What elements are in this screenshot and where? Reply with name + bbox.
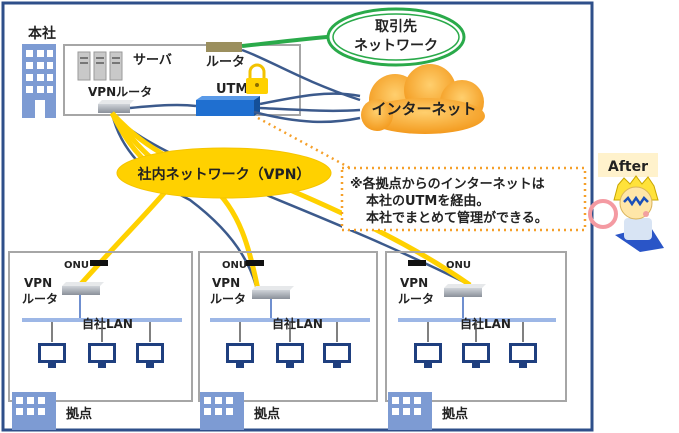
hq-label: 本社 [28, 25, 56, 42]
branch-2-building-icon [200, 392, 244, 430]
branch-2-vpn-label: VPN [212, 276, 240, 290]
after-badge-label: After [608, 159, 648, 175]
server-label: サーバ [133, 53, 172, 68]
partner-label-line1: 取引先 [375, 18, 417, 35]
branch-2-onu-icon [246, 260, 264, 266]
utm-label: UTM [216, 82, 248, 97]
note-line1: ※各拠点からのインターネットは [350, 176, 545, 192]
branch-3-box [385, 251, 567, 402]
branch-1-onu-label: ONU [64, 260, 89, 271]
vpn-network-label: 社内ネットワーク（VPN） [137, 166, 311, 183]
hq-vpn-router-label: VPNルータ [88, 85, 152, 99]
branch-1-lan-label: 自社LAN [82, 316, 133, 331]
branch-3-building-icon [388, 392, 432, 430]
server-icon [77, 51, 123, 81]
hq-router-icon [206, 42, 242, 52]
branch-1-vpn-label: VPN [24, 276, 52, 290]
branch-2-lan-bar [210, 318, 370, 322]
branch-1-vpn-router-icon [62, 282, 104, 295]
hq-vpn-router-icon [98, 100, 134, 113]
internet-cloud [361, 64, 485, 134]
hq-building-icon [22, 44, 56, 118]
vpn-network-ellipse [116, 147, 332, 199]
branch-1-onu-icon [90, 260, 108, 266]
lock-icon [246, 63, 268, 94]
branch-1-site-label: 拠点 [66, 406, 92, 422]
branch-3-lan-label: 自社LAN [460, 316, 511, 331]
note-box [340, 166, 587, 232]
branch-2-onu-label: ONU [222, 260, 247, 271]
branch-2-site-label: 拠点 [254, 406, 280, 422]
branch-3-onu-label: ONU [446, 260, 471, 271]
branch-2-box [198, 251, 378, 402]
utm-device-icon [196, 96, 260, 116]
note-line3: 本社でまとめて管理ができる。 [366, 210, 548, 226]
branch-3-vpn-label: VPN [400, 276, 428, 290]
branch-3-onu-icon [408, 260, 426, 266]
branch-1-router-label: ルータ [22, 292, 58, 306]
branch-1-building-icon [12, 392, 56, 430]
branch-2-router-label: ルータ [210, 292, 246, 306]
partner-label-line2: ネットワーク [354, 38, 438, 54]
partner-network-ellipse [326, 7, 466, 67]
hq-box [63, 44, 301, 116]
internet-label: インターネット [371, 100, 476, 118]
hq-router-label: ルータ [206, 55, 245, 70]
branch-3-router-label: ルータ [398, 292, 434, 306]
pointer-circle [588, 199, 618, 229]
mascot-icon [613, 175, 664, 252]
branch-3-lan-bar [398, 318, 556, 322]
branch-1-box [8, 251, 193, 402]
branch-3-vpn-router-icon [444, 284, 486, 297]
branch-3-site-label: 拠点 [442, 406, 468, 422]
branch-1-lan-bar [22, 318, 182, 322]
note-line2: 本社のUTMを経由。 [366, 193, 489, 209]
branch-2-lan-label: 自社LAN [272, 316, 323, 331]
after-badge [598, 153, 658, 177]
branch-2-vpn-router-icon [252, 286, 294, 299]
